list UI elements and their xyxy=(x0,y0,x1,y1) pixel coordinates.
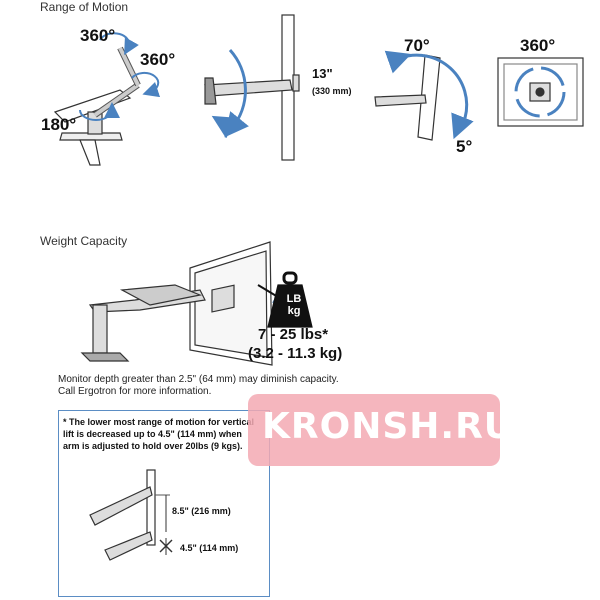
range-of-motion-title: Range of Motion xyxy=(40,0,129,14)
lift-dim-a: 8.5" (216 mm) xyxy=(172,506,231,516)
arm-rotation-figure xyxy=(53,32,161,166)
lift-warning-box xyxy=(58,410,270,597)
lift-warning-line1: * The lower most range of motion for ver… xyxy=(63,417,255,427)
rotation-figure xyxy=(497,57,584,127)
lift-warning-text: * The lower most range of motion for ver… xyxy=(63,416,254,452)
weight-icon xyxy=(267,284,313,328)
watermark-text: KRONSH.RU xyxy=(262,406,515,447)
weight-range-imperial: 7 - 25 lbs* xyxy=(258,326,329,343)
lift-metric-label: (330 mm) xyxy=(312,86,352,96)
rotate-label: 360° xyxy=(520,36,556,55)
rotation-label-360-mid: 360° xyxy=(140,50,176,69)
tilt-up-label: 70° xyxy=(404,36,430,55)
capacity-note-line1: Monitor depth greater than 2.5" (64 mm) … xyxy=(58,374,339,385)
watermark-box xyxy=(248,394,500,466)
lift-dim-b: 4.5" (114 mm) xyxy=(180,543,239,553)
weight-capacity-figure xyxy=(80,241,313,366)
tilt-down-label: 5° xyxy=(456,137,473,156)
weight-icon-lb: LB xyxy=(286,293,302,305)
lift-label: 13" xyxy=(312,66,333,81)
rotation-label-180: 180° xyxy=(41,115,77,134)
tilt-figure xyxy=(374,50,474,141)
lift-warning-figure xyxy=(89,469,173,561)
lift-figure xyxy=(204,14,300,161)
weight-icon-kg: kg xyxy=(287,305,301,317)
rotation-label-360-top: 360° xyxy=(80,26,116,45)
weight-capacity-title: Weight Capacity xyxy=(40,234,128,248)
weight-range-metric: (3.2 - 11.3 kg) xyxy=(248,345,343,362)
capacity-note-line2: Call Ergotron for more information. xyxy=(58,386,212,397)
weight-icon-text: LB kg xyxy=(283,293,305,317)
lift-warning-line2: lift is decreased up to 4.5" (114 mm) wh… xyxy=(63,429,242,439)
lift-warning-line3: arm is adjusted to hold over 20lbs (9 kg… xyxy=(63,441,243,451)
